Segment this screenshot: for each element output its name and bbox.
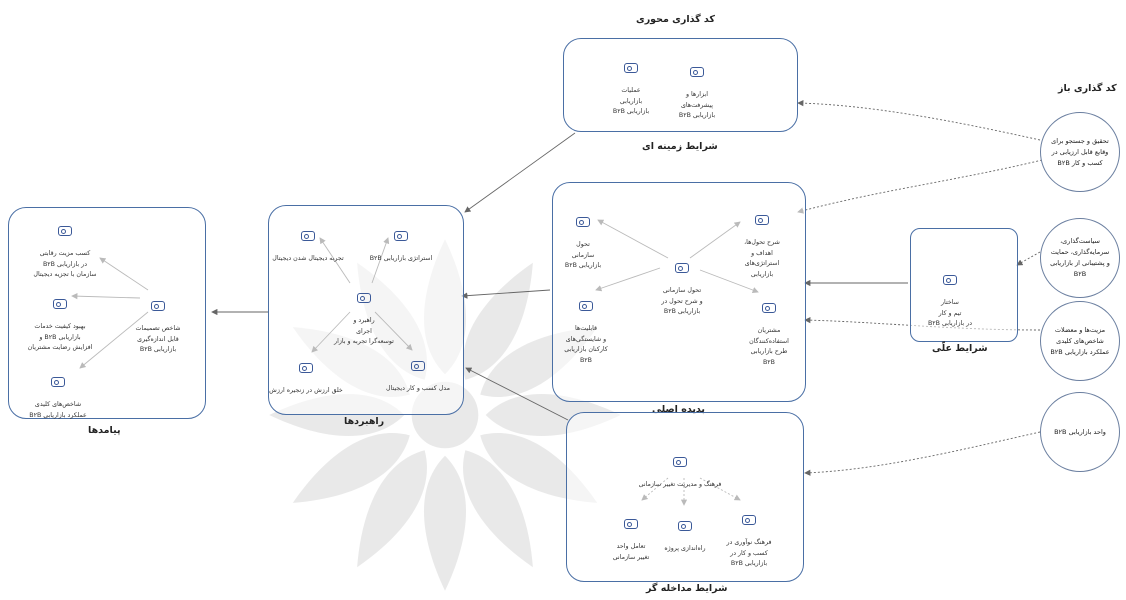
- code-document-icon: [576, 216, 590, 227]
- core-node-top-right: شرح تحول‌ها، اهداف و استراتژی‌های بازاری…: [730, 204, 794, 280]
- causal-conditions-box: [910, 228, 1018, 342]
- code-document-icon: [762, 302, 776, 313]
- contextual-node-marketing-tools: ابزارها و پیشرفت‌های بازاریابی B٢B: [668, 56, 726, 122]
- open-code-ellipse-2: سیاست‌گذاری، سرمایه‌گذاری، حمایت و پشتیب…: [1040, 218, 1120, 298]
- open-code-ellipse-4: واحد بازاریابی B٢B: [1040, 392, 1120, 472]
- code-document-icon: [394, 230, 408, 241]
- contextual-node-marketing-operations: عملیات بازاریابی بازاریابی B٢B: [602, 52, 660, 118]
- intervening-conditions-box: [566, 412, 804, 582]
- core-node-center: تحول سازمانی و شرح تحول در بازاریابی B٢B: [636, 252, 728, 318]
- contextual-conditions-title: شرایط زمینه ای: [642, 141, 718, 152]
- open-code-ellipse-1: تحقیق و جستجو برای وقایع قابل ارزیابی در…: [1040, 112, 1120, 192]
- code-document-icon: [742, 514, 756, 525]
- axial-coding-title: کد گذاری محوری: [636, 14, 715, 25]
- causal-node: ساختار تیم و کار در بازاریابی B٢B: [915, 264, 985, 330]
- outcome-node-middle: بهبود کیفیت خدمات بازاریابی B٢B و افزایش…: [16, 288, 104, 354]
- outcome-node-center: شاخص تصمیمات قابل اندازه‌گیری بازاریابی …: [118, 290, 198, 356]
- strategy-node-center: راهبرد و اجرای توسعه‌گرا تجربه و بازار: [318, 282, 410, 348]
- code-document-icon: [755, 214, 769, 225]
- strategy-node-bottom-right: مدل کسب و کار دیجیتال: [378, 350, 458, 395]
- core-phenomenon-title: پدیده اصلی: [652, 404, 705, 415]
- intervening-node-bottom-left: تعامل واحد تغییر سازمانی: [600, 508, 662, 563]
- intervening-node-top: فرهنگ و مدیریت تغییر سازمانی: [614, 446, 746, 491]
- code-document-icon: [301, 230, 315, 241]
- strategies-title: راهبردها: [344, 416, 385, 427]
- code-document-icon: [411, 360, 425, 371]
- outcomes-box: [8, 207, 206, 419]
- code-document-icon: [151, 300, 165, 311]
- outcome-node-top: کسب مزیت رقابتی در بازاریابی B٢B سازمان …: [20, 215, 110, 281]
- core-phenomenon-box: [552, 182, 806, 402]
- outcome-node-bottom: شاخص‌های کلیدی عملکرد بازاریابی B٢B: [14, 366, 102, 421]
- strategies-box: [268, 205, 464, 415]
- intervening-node-bottom-center: راه‌اندازی پروژه: [654, 510, 716, 555]
- strategy-node-top-left: تجربه دیجیتال شدن دیجیتال: [268, 220, 348, 265]
- code-document-icon: [299, 362, 313, 373]
- open-coding-title: کد گذاری باز: [1058, 83, 1117, 94]
- intervening-conditions-title: شرایط مداخله گر: [646, 583, 728, 594]
- core-node-bottom-right: مشتریان استفاده‌کنندگان طرح بازاریابی B٢…: [738, 292, 800, 368]
- open-code-ellipse-3: مزیت‌ها و معضلات شاخص‌های کلیدی عملکرد ب…: [1040, 301, 1120, 381]
- code-document-icon: [943, 274, 957, 285]
- strategy-node-bottom-left: خلق ارزش در زنجیره ارزش: [266, 352, 346, 397]
- code-document-icon: [624, 62, 638, 73]
- core-node-top-left: تحول سازمانی بازاریابی B٢B: [560, 206, 606, 272]
- code-document-icon: [673, 456, 687, 467]
- contextual-conditions-box: [563, 38, 798, 132]
- code-document-icon: [675, 262, 689, 273]
- code-document-icon: [357, 292, 371, 303]
- strategy-node-top-right: استراتژی بازاریابی B٢B: [360, 220, 442, 265]
- outcomes-title: پیامدها: [88, 425, 121, 436]
- code-document-icon: [624, 518, 638, 529]
- code-document-icon: [690, 66, 704, 77]
- code-document-icon: [579, 300, 593, 311]
- core-node-bottom-left: قابلیت‌ها و شایستگی‌های کارکنان بازاریاب…: [556, 290, 616, 366]
- code-document-icon: [53, 298, 67, 309]
- code-document-icon: [58, 225, 72, 236]
- code-document-icon: [51, 376, 65, 387]
- intervening-node-bottom-right: فرهنگ نوآوری در کسب و کار در بازاریابی B…: [712, 504, 786, 570]
- code-document-icon: [678, 520, 692, 531]
- causal-conditions-title: شرایط علّی: [932, 343, 988, 354]
